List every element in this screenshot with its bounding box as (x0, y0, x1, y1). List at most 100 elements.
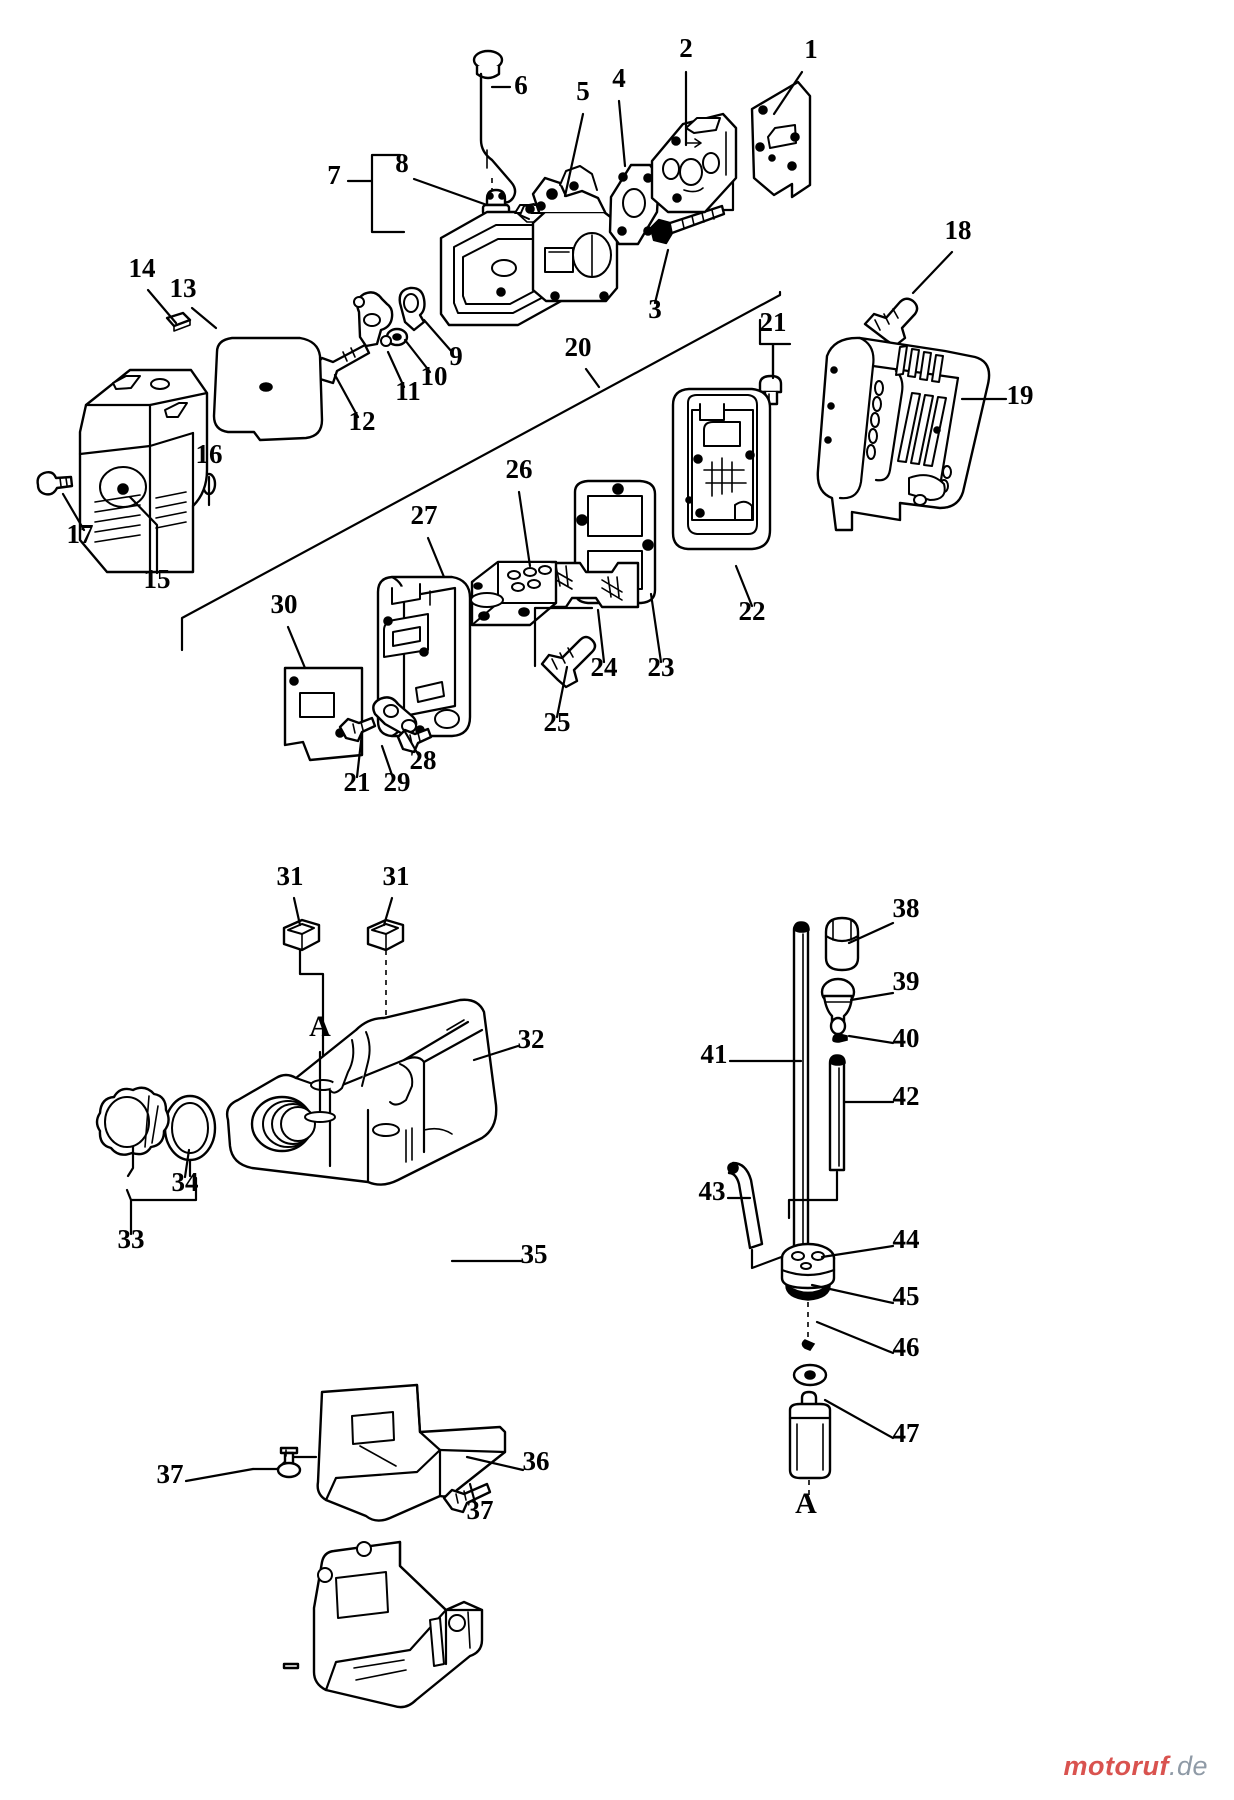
callout-leader-1 (772, 70, 804, 116)
callout-number-44: 44 (893, 1224, 920, 1254)
callout-number-19: 19 (1007, 380, 1034, 410)
callout-leader-22 (734, 564, 754, 608)
callout-number-16: 16 (196, 439, 223, 469)
callout-leader-18 (911, 250, 954, 295)
callout-number-21: 21 (344, 767, 371, 797)
callout-leader-37 (468, 1482, 478, 1508)
callout-number-42: 42 (893, 1081, 920, 1111)
callout-leader-47 (823, 1398, 895, 1440)
part-carburetor-gasket-plate (750, 80, 812, 199)
callout-leader-8 (412, 177, 489, 207)
callout-number-27: 27 (411, 500, 438, 530)
callout-number-34: 34 (172, 1167, 199, 1197)
callout-number-22: 22 (739, 596, 766, 626)
callout-leader-34 (183, 1148, 191, 1179)
callout-leader-28 (402, 728, 421, 758)
callout-number-7: 7 (327, 160, 341, 190)
callout-number-2: 2 (679, 33, 693, 63)
callout-number-31: 31 (383, 861, 410, 891)
callout-leader-11 (386, 350, 406, 389)
callout-number-3: 3 (648, 294, 662, 324)
callout-number-38: 38 (893, 893, 920, 923)
part-lever-screw (313, 343, 371, 385)
part-filter-pin (801, 1339, 816, 1351)
part-fuel-line-long (792, 921, 810, 1260)
callout-number-8: 8 (395, 148, 409, 178)
callout-number-4: 4 (612, 63, 626, 93)
callout-number-37: 37 (157, 1459, 184, 1489)
part-fuel-tank (225, 998, 498, 1186)
part-tank-grommet-left (282, 918, 325, 1084)
part-muffler-body (671, 387, 772, 551)
site-watermark: motoruf.de (1063, 1751, 1208, 1782)
callout-number-26: 26 (506, 454, 533, 484)
callout-leader-10 (403, 338, 432, 374)
part-carburetor-assembly (519, 165, 619, 303)
callout-leader-7 (346, 153, 406, 234)
callout-leader-40 (847, 1034, 895, 1045)
part-tank-grommet-fuel (780, 1242, 836, 1340)
part-exhaust-spacer (470, 560, 558, 627)
callout-number-40: 40 (893, 1023, 920, 1053)
section-letters: AA (309, 1010, 817, 1520)
assembly-divider-line (180, 290, 782, 652)
callout-leader-3 (653, 248, 670, 305)
callout-number-9: 9 (449, 341, 463, 371)
part-filter-clip (165, 311, 192, 332)
callout-number-41: 41 (701, 1039, 728, 1069)
callout-number-36: 36 (523, 1446, 550, 1476)
watermark-brand: motoruf (1063, 1751, 1169, 1781)
part-muffler-bolt (533, 606, 597, 689)
callout-leader-44 (820, 1244, 895, 1259)
callout-leader-9 (422, 318, 454, 354)
callout-leader-24 (596, 608, 606, 664)
part-shield-screw-right (442, 1482, 492, 1514)
part-throttle-link (398, 286, 426, 332)
callout-leader-4 (617, 99, 627, 168)
callout-number-15: 15 (144, 564, 171, 594)
callout-number-24: 24 (591, 652, 618, 682)
part-muffler-shell (376, 575, 472, 738)
callout-leader-31 (382, 896, 394, 927)
part-throttle-lever (353, 291, 394, 348)
part-vent-clip (832, 1033, 848, 1043)
callout-leader-31 (292, 896, 302, 927)
callout-number-45: 45 (893, 1281, 920, 1311)
callout-number-30: 30 (271, 589, 298, 619)
part-intake-gasket (608, 163, 661, 246)
callout-leader-27 (426, 536, 446, 579)
watermark-suffix: .de (1168, 1751, 1208, 1781)
section-a-filter: A (795, 1487, 817, 1520)
callout-number-6: 6 (514, 70, 528, 100)
part-muffler-bracket (372, 696, 418, 736)
part-tank-grommet-right (366, 918, 405, 1128)
callout-number-13: 13 (170, 273, 197, 303)
part-choke-rod (472, 49, 517, 212)
callout-number-39: 39 (893, 966, 920, 996)
callout-leader-33 (125, 1176, 198, 1236)
part-fuel-line-short (787, 1054, 846, 1220)
callout-number-35: 35 (521, 1239, 548, 1269)
callout-number-11: 11 (395, 376, 421, 406)
part-carburetor-screw (649, 164, 735, 245)
callout-leader-36 (465, 1455, 525, 1472)
part-vent-cap (824, 916, 860, 972)
part-muffler-cover (816, 336, 991, 532)
callout-number-1: 1 (804, 34, 818, 64)
part-air-filter-cover (78, 368, 209, 574)
callout-number-20: 20 (565, 332, 592, 362)
callout-leaders (61, 70, 1008, 1508)
callout-number-46: 46 (893, 1332, 920, 1362)
callout-number-12: 12 (349, 406, 376, 436)
part-air-filter-element (212, 336, 324, 442)
callout-leader-39 (849, 991, 895, 1002)
callout-number-5: 5 (576, 76, 590, 106)
callout-leader-26 (517, 490, 532, 568)
part-air-filter-housing (439, 204, 565, 327)
callout-leader-45 (810, 1283, 895, 1305)
callout-number-33: 33 (118, 1224, 145, 1254)
part-cover-screw (36, 470, 74, 496)
callout-leader-38 (847, 921, 895, 945)
